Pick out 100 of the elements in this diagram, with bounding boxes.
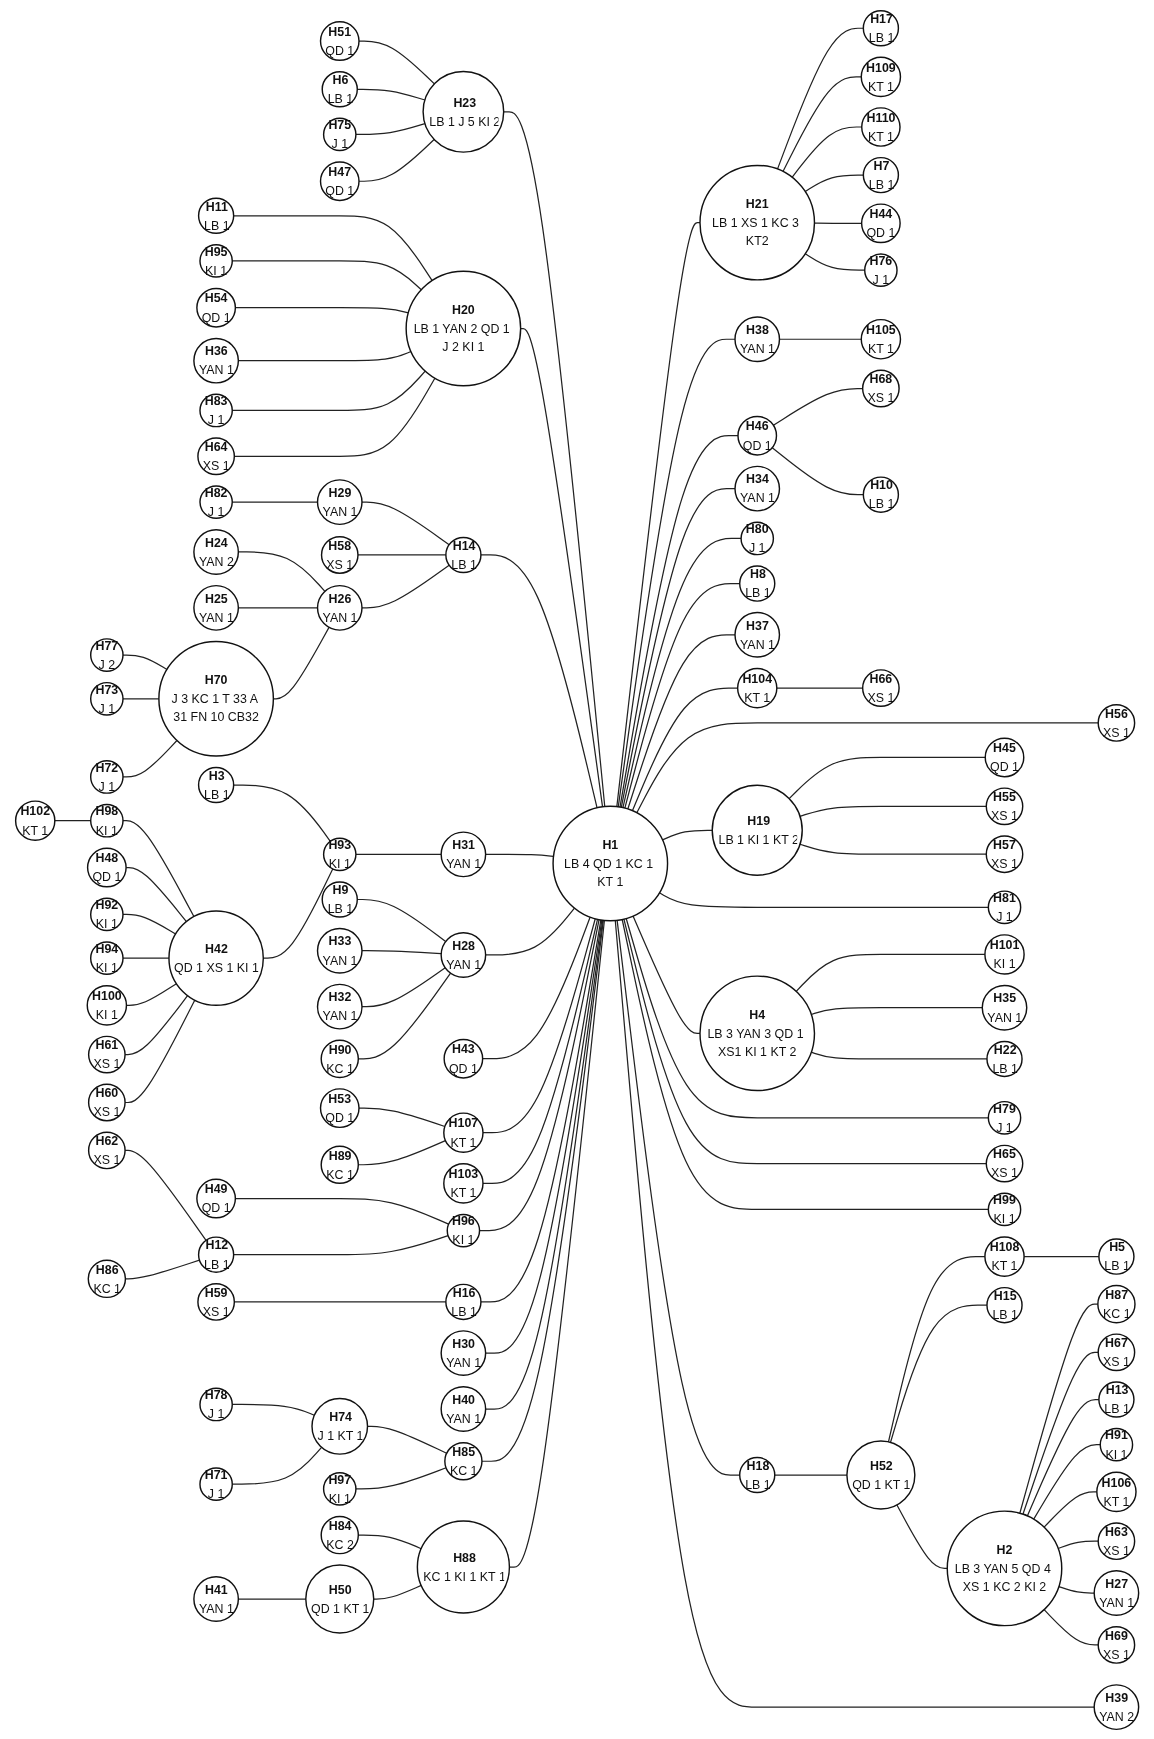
node-circle: H94 KI 1 (89, 941, 124, 976)
node-circle: H20 LB 1 YAN 2 QD 1 J 2 KI 1 (405, 270, 522, 387)
connector (358, 40, 435, 85)
connector (355, 853, 442, 855)
node-circle: H39 YAN 2 (1093, 1684, 1140, 1731)
node-circle: H27 YAN 1 (1093, 1570, 1140, 1616)
node-circle: H101 KI 1 (984, 934, 1025, 975)
connector (122, 739, 178, 778)
connector (124, 1149, 207, 1241)
node-circle: H29 YAN 1 (316, 479, 363, 526)
node-circle: H38 YAN 1 (734, 316, 781, 363)
connector (804, 174, 864, 193)
node-circle: H25 YAN 1 (193, 584, 239, 631)
node-circle: H34 YAN 1 (734, 465, 781, 512)
connector (636, 722, 1099, 814)
node-circle: H92 KI 1 (89, 897, 124, 932)
node-circle: H23 LB 1 J 5 KI 2 (422, 70, 505, 153)
node-circle: H11 LB 1 (197, 197, 235, 234)
connector (896, 1504, 948, 1569)
connector (1019, 1303, 1099, 1514)
node-circle: H21 LB 1 XS 1 KC 3 KT2 (699, 164, 816, 281)
node-circle: H70 J 3 KC 1 T 33 A 31 FN 10 CB32 (158, 640, 274, 757)
connector (1043, 1609, 1099, 1646)
node-circle: H76 J 1 (863, 253, 898, 288)
connector (122, 820, 195, 918)
connector (619, 435, 739, 808)
connector (782, 76, 862, 173)
node-circle: H67 XS 1 (1097, 1333, 1136, 1372)
node-circle: H30 YAN 1 (440, 1330, 487, 1377)
node-circle: H108 KT 1 (984, 1236, 1025, 1277)
node-circle: H99 KI 1 (987, 1192, 1022, 1227)
connector (1032, 1444, 1101, 1520)
node-circle: H50 QD 1 KT 1 (304, 1564, 375, 1634)
node-circle: H37 YAN 1 (734, 611, 781, 658)
node-circle: H81 J 1 (987, 890, 1022, 925)
connector (355, 1467, 447, 1490)
node-circle: H71 J 1 (199, 1467, 233, 1502)
node-circle: H4 LB 3 YAN 3 QD 1 XS1 KI 1 KT 2 (699, 975, 816, 1092)
node-circle: H42 QD 1 XS 1 KI 1 (168, 910, 264, 1007)
node-circle: H77 J 2 (89, 638, 124, 672)
connector (124, 999, 196, 1104)
node-circle: H80 J 1 (740, 521, 774, 556)
node-circle: H24 YAN 2 (193, 529, 239, 575)
node-circle: H19 LB 1 KI 1 KT 2 (711, 784, 803, 876)
node-circle: H51 QD 1 (319, 21, 360, 61)
node-circle: H107 KT 1 (442, 1112, 484, 1154)
node-circle: H103 KT 1 (442, 1163, 484, 1204)
node-circle: H8 LB 1 (738, 565, 776, 602)
connector (482, 918, 598, 1184)
node-circle: H66 XS 1 (861, 669, 900, 707)
node-circle: H36 YAN 1 (193, 337, 239, 384)
node-circle: H35 YAN 1 (981, 984, 1028, 1031)
node-circle: H31 YAN 1 (440, 831, 487, 878)
connector (482, 918, 596, 1134)
connector (771, 447, 864, 496)
node-circle: H96 KI 1 (446, 1213, 481, 1248)
connector (480, 554, 598, 809)
node-circle: H41 YAN 1 (193, 1576, 239, 1622)
connector (887, 1255, 986, 1443)
connector (361, 967, 446, 1008)
connector (1058, 1585, 1095, 1594)
node-circle: H1 LB 4 QD 1 KC 1 KT 1 (552, 805, 669, 922)
node-circle: H48 QD 1 (86, 847, 127, 888)
node-circle: H78 J 1 (199, 1387, 233, 1422)
node-circle: H2 LB 3 YAN 5 QD 4 XS 1 KC 2 KI 2 (946, 1510, 1063, 1627)
node-circle: H7 LB 1 (862, 156, 899, 194)
connector (799, 805, 987, 817)
node-circle: H109 KT 1 (860, 56, 902, 98)
node-circle: H106 KT 1 (1095, 1471, 1137, 1513)
node-circle: H100 KI 1 (86, 985, 128, 1026)
connector (361, 501, 450, 546)
connector (122, 913, 177, 935)
connector (621, 918, 989, 1210)
node-circle: H93 KI 1 (322, 837, 357, 872)
node-circle: H104 KT 1 (736, 667, 778, 709)
connector (1057, 1540, 1099, 1550)
connector (658, 892, 989, 908)
node-circle: H40 YAN 1 (440, 1386, 487, 1432)
node-circle: H74 J 1 KT 1 (311, 1397, 369, 1455)
connector (625, 917, 989, 1119)
node-circle: H33 YAN 1 (316, 927, 363, 974)
connector (1022, 1351, 1099, 1515)
node-circle: H44 QD 1 (860, 203, 901, 244)
node-circle: H26 YAN 1 (316, 584, 363, 631)
node-circle: H55 XS 1 (985, 787, 1024, 826)
connector (361, 564, 450, 609)
node-circle: H52 QD 1 KT 1 (846, 1440, 916, 1510)
connector (124, 995, 189, 1056)
node-circle: H59 XS 1 (197, 1282, 235, 1321)
node-circle: H110 KT 1 (860, 107, 901, 147)
node-circle: H47 QD 1 (319, 161, 360, 202)
node-circle: H88 KC 1 KI 1 KT 1 (416, 1520, 510, 1614)
node-circle: H102 KT 1 (14, 800, 56, 842)
connector (623, 918, 987, 1165)
connector (661, 829, 713, 841)
node-circle: H49 QD 1 (196, 1178, 236, 1219)
node-circle: H32 YAN 1 (316, 983, 363, 1030)
connector (358, 138, 435, 182)
connector (125, 866, 187, 923)
connector (358, 1107, 446, 1128)
